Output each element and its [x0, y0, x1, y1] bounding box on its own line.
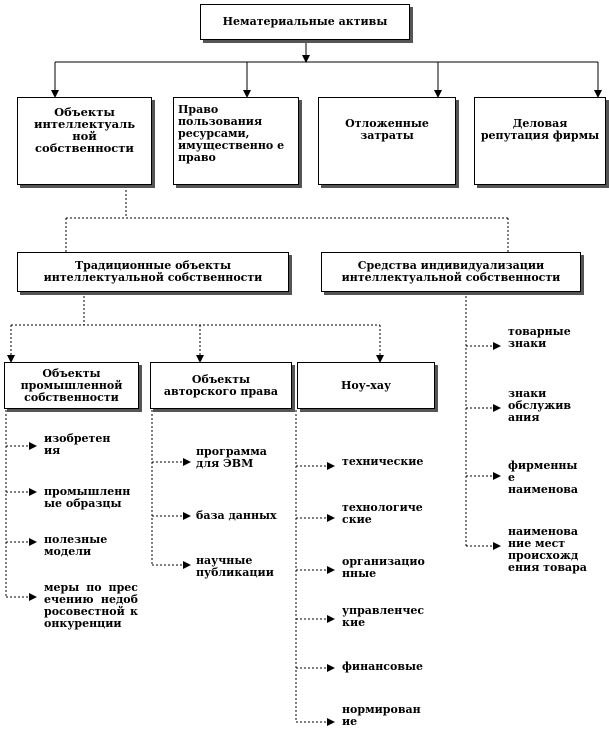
item-trademarks: товарные знаки: [508, 325, 571, 350]
box-individualization-means: Средства индивидуализации интеллектуальн…: [321, 252, 581, 292]
item-managerial: управленчес кие: [342, 604, 425, 629]
item-financial: финансовые: [342, 660, 424, 673]
box-goodwill: Деловая репутация фирмы: [474, 97, 606, 185]
item-industrial-designs: промышленн ые образцы: [44, 485, 131, 510]
box-know-how: Ноу-хау: [297, 362, 435, 409]
item-inventions: изобретен ия: [44, 432, 111, 457]
item-scientific-publications: научные публикации: [196, 554, 274, 579]
item-company-names: фирменны е наименова: [508, 459, 579, 496]
box-traditional-objects: Традиционные объекты интеллектуальной со…: [17, 252, 289, 292]
box-copyright-objects: Объекты авторского права: [150, 362, 292, 409]
item-technological: технологиче ские: [342, 501, 423, 526]
item-database: база данных: [196, 509, 277, 522]
box-deferred-costs: Отложенные затраты: [318, 97, 456, 185]
item-organizational: организацио нные: [342, 555, 425, 580]
box-ip-objects: Объекты интеллектуаль ной собственности: [17, 97, 152, 185]
item-origin-names: наименова ние мест происхожд ения товара: [508, 525, 587, 574]
item-technical: технические: [342, 455, 424, 468]
item-normalization: нормирован ие: [342, 703, 421, 728]
box-industrial-property: Объекты промышленной собственности: [4, 362, 139, 409]
item-unfair-competition: меры по пресечению недобросовестной конк…: [44, 581, 138, 630]
item-service-marks: знаки обслужив ания: [508, 387, 572, 424]
box-usage-rights: Право пользования ресурсами, имущественн…: [173, 97, 299, 185]
root-box: Нематериальные активы: [200, 4, 410, 40]
item-software: программа для ЭВМ: [196, 445, 267, 470]
item-utility-models: полезные модели: [44, 533, 108, 558]
